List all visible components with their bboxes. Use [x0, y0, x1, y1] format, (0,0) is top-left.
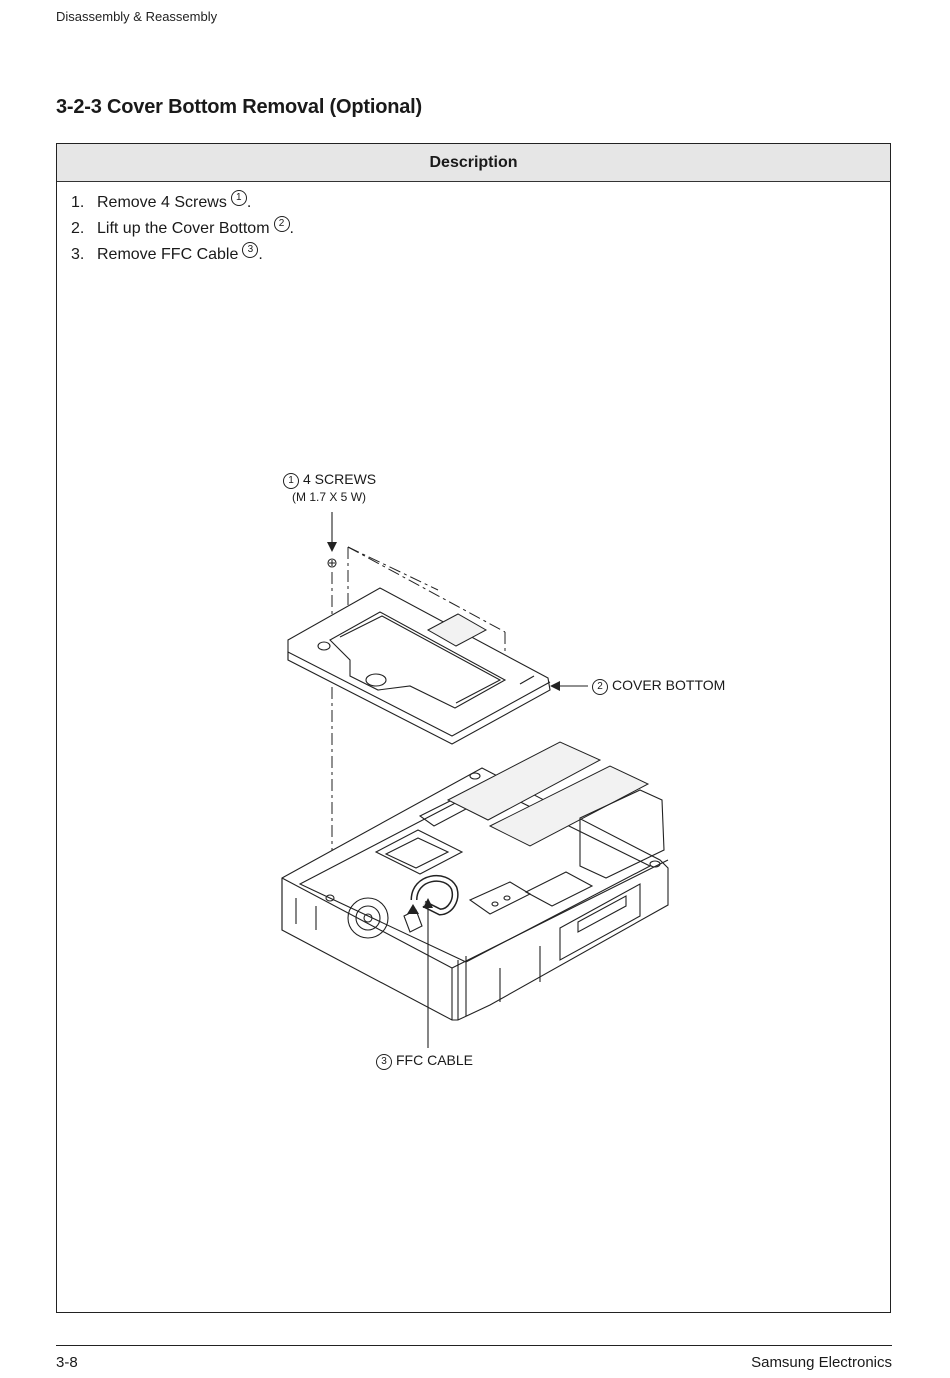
ffc-cable-part: [403, 875, 459, 933]
description-table: Description 1. Remove 4 Screws 1 . 2. Li…: [56, 143, 891, 1313]
step-item: 3. Remove FFC Cable 3 .: [71, 242, 294, 268]
step-text: Lift up the Cover Bottom: [97, 220, 270, 237]
steps-list: 1. Remove 4 Screws 1 . 2. Lift up the Co…: [71, 190, 294, 268]
step-item: 2. Lift up the Cover Bottom 2 .: [71, 216, 294, 242]
step-text: Remove FFC Cable: [97, 246, 239, 263]
ref-marker: 2: [273, 216, 290, 232]
ref-marker: 3: [242, 242, 259, 258]
step-end: .: [289, 220, 294, 237]
step-end: .: [258, 246, 263, 263]
step-end: .: [246, 194, 252, 211]
screws-label: 4 SCREWS: [303, 471, 377, 487]
cover-label: COVER BOTTOM: [612, 677, 726, 693]
deck-assembly: [281, 741, 669, 1021]
step-number: 1.: [71, 194, 85, 211]
ref-marker: 1: [283, 473, 299, 489]
page-number: 3-8: [56, 1354, 78, 1371]
screws-spec: (M 1.7 X 5 W): [292, 490, 367, 504]
section-title: 3-2-3 Cover Bottom Removal (Optional): [56, 96, 422, 118]
footer-divider: [56, 1345, 892, 1346]
screw-icon: [327, 512, 337, 568]
cover-leader: [550, 681, 588, 691]
step-number: 2.: [71, 220, 85, 237]
company-name: Samsung Electronics: [751, 1354, 892, 1371]
step-text: Remove 4 Screws: [97, 194, 227, 211]
cable-label: FFC CABLE: [396, 1052, 474, 1068]
ref-marker: 3: [376, 1054, 392, 1070]
table-header: Description: [57, 144, 890, 182]
cover-bottom-part: [287, 587, 551, 745]
running-header: Disassembly & Reassembly: [56, 9, 218, 24]
cable-leader: [423, 898, 433, 1048]
ref-marker: 2: [592, 679, 608, 695]
step-number: 3.: [71, 246, 85, 263]
step-item: 1. Remove 4 Screws 1 .: [71, 190, 294, 216]
ref-marker: 1: [230, 190, 247, 206]
